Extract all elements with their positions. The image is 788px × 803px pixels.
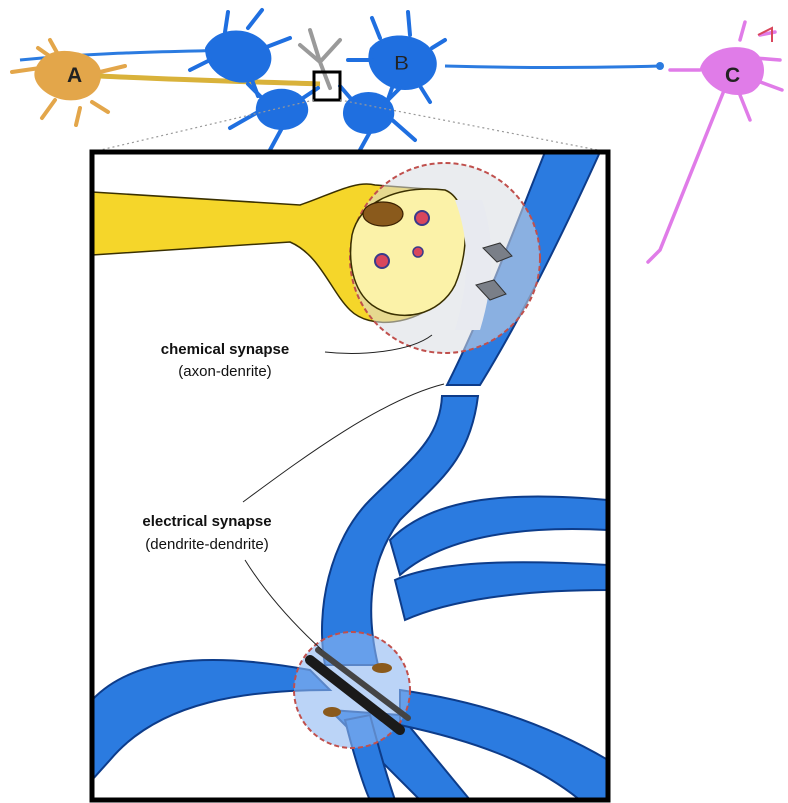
neuron-c-label: C — [725, 64, 740, 87]
mitochondrion — [372, 663, 392, 673]
neuron-b-axon — [445, 66, 660, 68]
electrical-synapse-title: electrical synapse — [142, 513, 271, 530]
neuron-c: C — [648, 22, 782, 262]
chemical-synapse-title: chemical synapse — [161, 341, 289, 358]
zoom-panel — [92, 152, 608, 800]
axon-terminal — [656, 62, 664, 70]
gray-neuron — [300, 30, 340, 88]
mitochondrion — [323, 707, 341, 717]
electrical-synapse-detail — [294, 632, 410, 748]
chemical-synapse-detail — [350, 163, 540, 353]
electrical-synapse-subtitle: (dendrite-dendrite) — [145, 536, 268, 553]
vesicle — [413, 247, 423, 257]
neuron-a-label: A — [67, 64, 82, 87]
vesicle — [375, 254, 389, 268]
vesicle — [415, 211, 429, 225]
chemical-synapse-subtitle: (axon-denrite) — [178, 363, 271, 380]
neuron-b-label: B — [394, 52, 409, 75]
mitochondrion — [363, 202, 403, 226]
